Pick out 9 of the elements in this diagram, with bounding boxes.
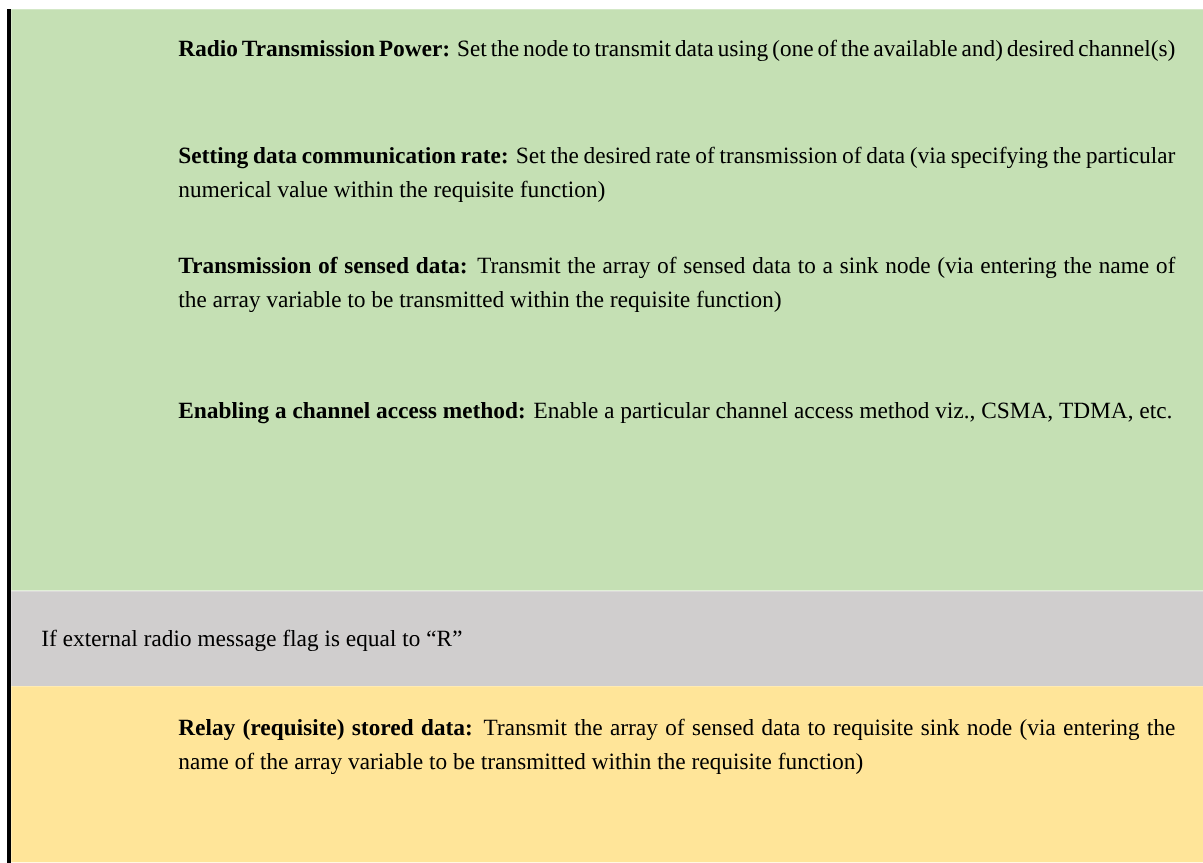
panel (11, 686, 1203, 863)
paragraph: Setting data communication rate: Set the desired rate of transmission of data (via specifying the particular numerical value within the requisite function) (178, 146, 1176, 203)
panel (11, 9, 1203, 591)
paragraph: Enabling a channel access method: Enable a particular channel access method viz., CSMA, TDMA, etc. (178, 401, 1171, 424)
paragraph: Relay (requisite) stored data: Transmit the array of sensed data to requisite sink node (via entering the name of the array variable to be transmitted within the requisite function) (178, 718, 1175, 775)
paragraph: Transmission of sensed data: Transmit the array of sensed data to a sink node (via entering the name of the array variable to be transmitted within the requisite function) (178, 256, 1176, 313)
condition-bar (11, 591, 1203, 686)
paragraph: Radio Transmission Power: Set the node to transmit data using (one of the available and) desired channel(s) (178, 39, 1175, 62)
paragraph: If external radio message flag is equal to “R” (42, 629, 462, 652)
